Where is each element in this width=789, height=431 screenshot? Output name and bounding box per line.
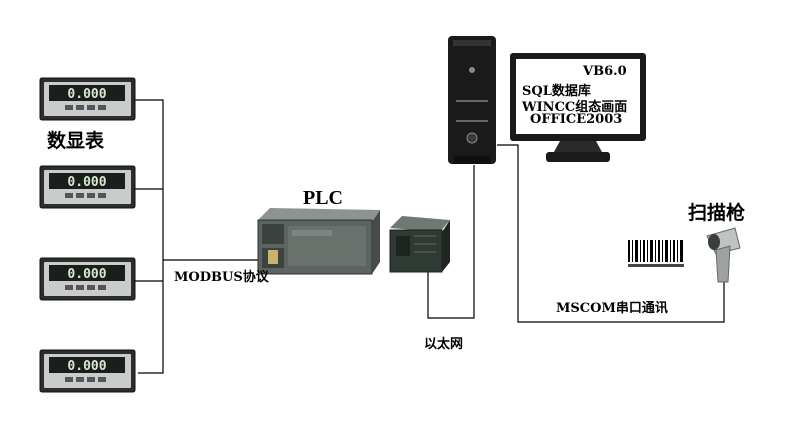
digital-meter-3: 0.000 bbox=[39, 257, 136, 301]
modbus-label: MODBUS协议 bbox=[174, 270, 269, 285]
pc-tower bbox=[448, 36, 496, 164]
meter-3-readout: 0.000 bbox=[67, 267, 106, 282]
connection-lines bbox=[135, 99, 725, 374]
digital-meter-2: 0.000 bbox=[39, 165, 136, 209]
ethernet-link bbox=[427, 165, 475, 319]
ethernet-label: 以太网 bbox=[424, 337, 464, 352]
meter-2-readout: 0.000 bbox=[67, 175, 106, 190]
screen-line-2: SQL数据库 bbox=[522, 84, 591, 99]
monitor bbox=[510, 53, 646, 162]
screen-line-1: VB6.0 bbox=[583, 64, 627, 79]
digital-meter-1: 0.000 bbox=[39, 77, 136, 121]
meter-1-readout: 0.000 bbox=[67, 87, 106, 102]
mscom-label: MSCOM串口通讯 bbox=[556, 301, 668, 316]
serial-link bbox=[497, 144, 725, 323]
plc-device bbox=[257, 208, 380, 275]
barcode-image bbox=[628, 240, 684, 270]
screen-line-3: WINCC组态画面 bbox=[522, 100, 628, 115]
scanner-label: 扫描枪 bbox=[688, 202, 746, 224]
meters-label: 数显表 bbox=[47, 130, 105, 152]
ethernet-module bbox=[389, 216, 450, 273]
digital-meter-4: 0.000 bbox=[39, 349, 136, 393]
meter-bus-line bbox=[135, 99, 164, 374]
scanner-device bbox=[706, 227, 741, 283]
meter-4-readout: 0.000 bbox=[67, 359, 106, 374]
plc-label: PLC bbox=[303, 187, 343, 209]
screen-line-4: OFFICE2003 bbox=[530, 112, 623, 127]
